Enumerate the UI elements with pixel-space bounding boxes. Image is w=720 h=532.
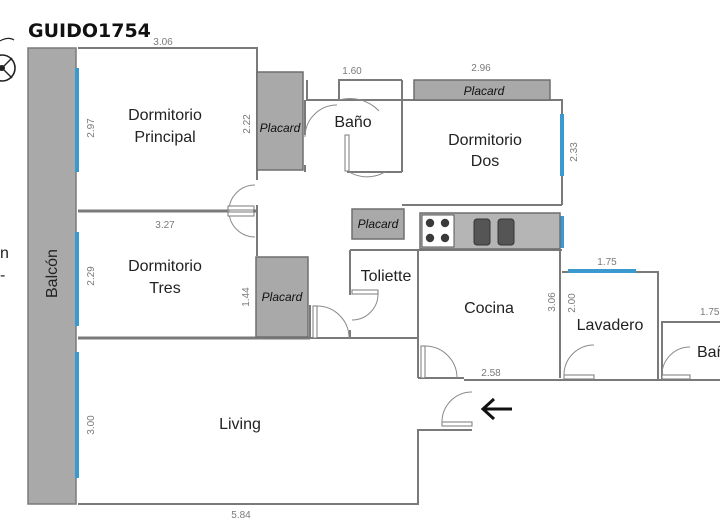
wall-bano-top xyxy=(306,79,402,101)
dim-principal-height: 2.97 xyxy=(86,118,97,138)
door-cocina xyxy=(420,345,458,379)
arrow-left-icon xyxy=(480,397,512,421)
dim-cocina-height: 3.06 xyxy=(547,292,558,312)
door-bano-right xyxy=(661,346,691,380)
door-tres xyxy=(312,305,350,339)
door-lavadero xyxy=(563,344,595,380)
room-bano-right: Bañ xyxy=(697,344,720,361)
room-cocina: Cocina xyxy=(464,300,514,317)
dim-top-principal: 3.06 xyxy=(153,37,173,48)
cut-label-line2: - xyxy=(0,267,5,284)
room-dos-line2: Dos xyxy=(471,153,499,170)
placard-hall-label: Placard xyxy=(358,217,399,231)
plan-title: GUIDO1754 xyxy=(28,20,151,42)
dim-tres-width: 3.27 xyxy=(155,220,175,231)
compass-icon xyxy=(0,37,16,82)
wall-bano-right xyxy=(661,321,720,380)
dim-bano-width: 1.60 xyxy=(342,66,362,77)
dim-bano-right: 1.75 xyxy=(700,307,720,318)
dim-living-height: 3.00 xyxy=(86,415,97,435)
balcony xyxy=(27,47,77,505)
placard-tres xyxy=(255,256,309,338)
dim-tres-height: 2.29 xyxy=(86,266,97,286)
placard-hall xyxy=(351,208,405,240)
placard-dos xyxy=(413,79,551,101)
door-entry xyxy=(441,391,473,427)
room-principal-line1: Dormitorio xyxy=(128,107,202,124)
dim-cocina-bottom: 2.58 xyxy=(481,368,501,379)
door-principal xyxy=(227,184,256,238)
cut-label-line1: n xyxy=(0,245,9,262)
dim-dos-height: 2.33 xyxy=(569,142,580,162)
stove-icon xyxy=(421,214,455,248)
placard-dos-label: Placard xyxy=(464,84,505,98)
room-tres-line2: Tres xyxy=(149,280,180,297)
dim-lavadero-height: 2.00 xyxy=(567,293,578,313)
dim-tres-right: 1.44 xyxy=(241,287,252,307)
placard-tres-label: Placard xyxy=(262,290,303,304)
room-bano: Baño xyxy=(334,114,371,131)
dim-living-width: 5.84 xyxy=(231,510,251,521)
dim-principal-right: 2.22 xyxy=(242,114,253,134)
room-dos-line1: Dormitorio xyxy=(448,132,522,149)
sink-icon xyxy=(473,218,491,246)
dim-dos-placard: 2.96 xyxy=(471,63,491,74)
dim-lavadero-width: 1.75 xyxy=(597,257,617,268)
placard-principal xyxy=(256,71,304,171)
balcony-label: Balcón xyxy=(44,249,61,298)
room-toliette: Toliette xyxy=(361,268,412,285)
door-toliette xyxy=(351,289,379,321)
room-principal-line2: Principal xyxy=(134,129,195,146)
room-living: Living xyxy=(219,416,261,433)
room-lavadero: Lavadero xyxy=(577,317,644,334)
wall-living xyxy=(78,429,472,505)
door-bano xyxy=(304,98,386,178)
placard-principal-label: Placard xyxy=(260,121,301,135)
room-tres-line1: Dormitorio xyxy=(128,258,202,275)
